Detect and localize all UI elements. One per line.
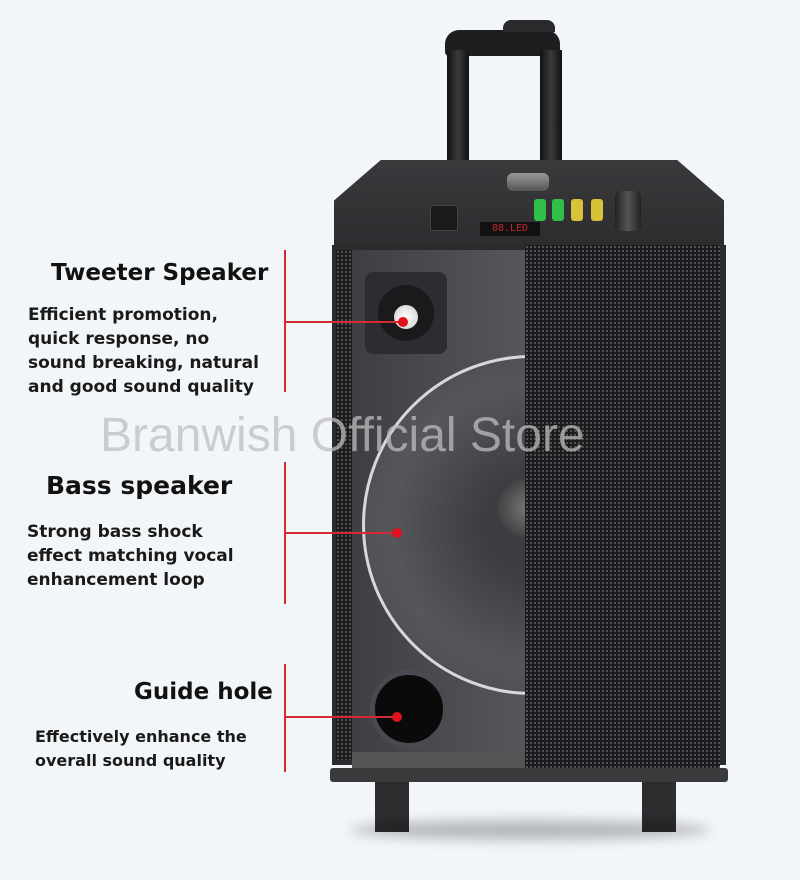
callout-pointer xyxy=(284,716,399,718)
callout-dot xyxy=(398,317,408,327)
callout-pointer xyxy=(284,532,399,534)
input-jacks xyxy=(430,205,458,231)
left-grille-edge xyxy=(336,250,352,760)
feature-title: Tweeter Speaker xyxy=(51,260,269,286)
bottom-foam xyxy=(352,752,527,772)
feature-title: Guide hole xyxy=(134,679,273,705)
feature-description: Efficient promotion, quick response, no … xyxy=(28,305,259,397)
feature-description: Strong bass shock effect matching vocal … xyxy=(27,522,234,590)
callout-dot xyxy=(392,712,402,722)
foot-left xyxy=(375,782,409,832)
led-display: 88.LED xyxy=(480,222,540,236)
feature-title: Bass speaker xyxy=(46,471,233,500)
handle-rod-right xyxy=(540,50,562,160)
handle-rod-left xyxy=(447,50,469,160)
floor-shadow xyxy=(350,820,710,840)
guide-hole xyxy=(370,670,448,748)
knob-yellow-2[interactable] xyxy=(591,199,603,221)
brand-badge xyxy=(507,173,549,191)
cabinet-base xyxy=(330,768,728,782)
callout-bracket xyxy=(284,664,286,772)
speaker-product: 88.LED xyxy=(330,0,730,880)
front-grille xyxy=(525,245,720,770)
knob-green-1[interactable] xyxy=(534,199,546,221)
feature-description: Effectively enhance the overall sound qu… xyxy=(35,727,247,770)
callout-dot xyxy=(392,528,402,538)
foot-right xyxy=(642,782,676,832)
handle-grip xyxy=(503,20,555,32)
callout-pointer xyxy=(284,321,404,323)
knob-green-2[interactable] xyxy=(552,199,564,221)
volume-knob[interactable] xyxy=(615,191,641,231)
store-watermark: Branwish Official Store xyxy=(100,409,585,462)
knob-yellow-1[interactable] xyxy=(571,199,583,221)
